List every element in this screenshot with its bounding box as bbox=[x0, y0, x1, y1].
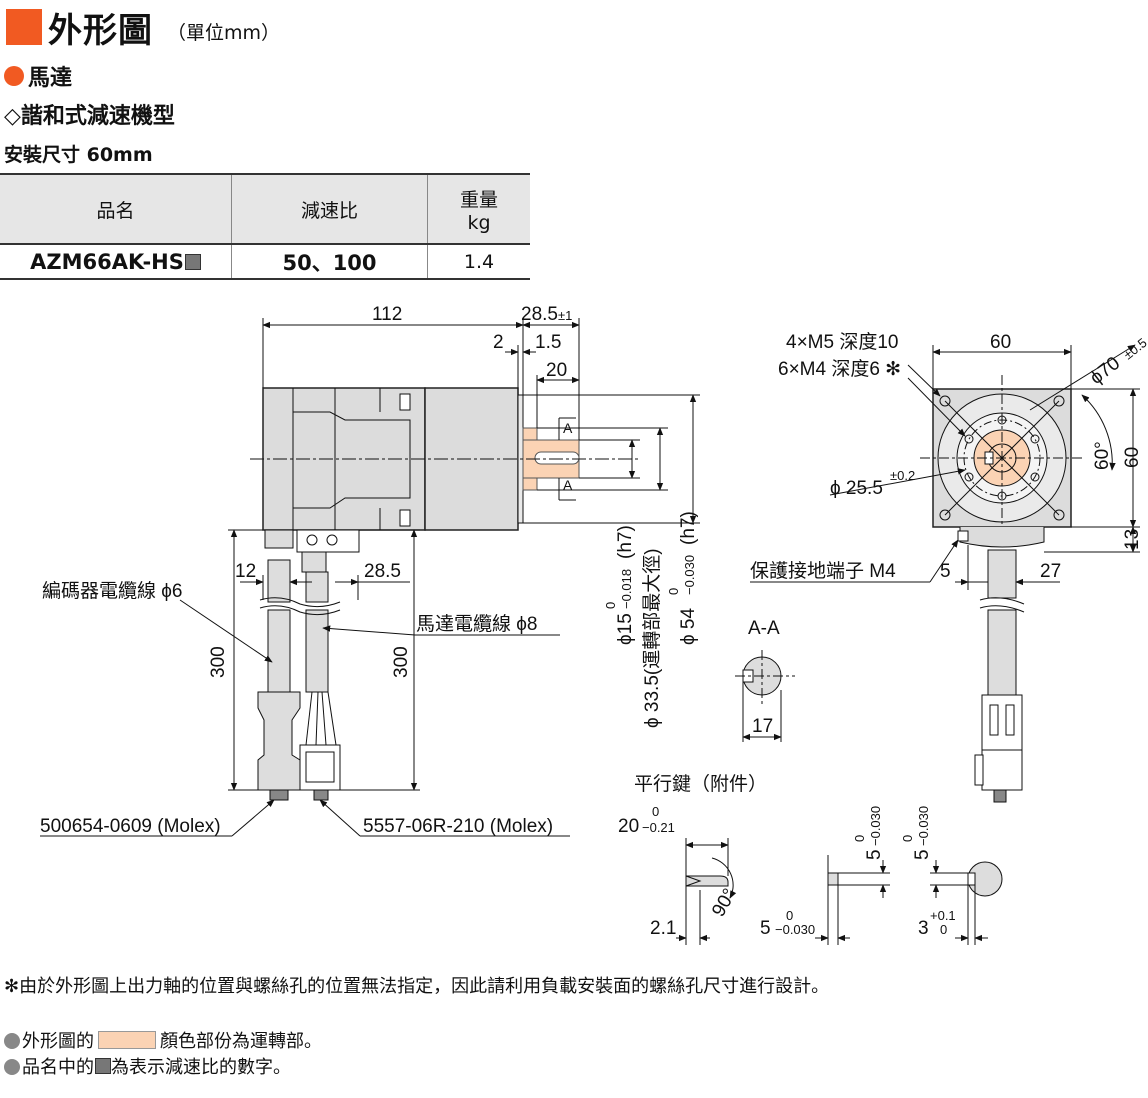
svg-text:(h7): (h7) bbox=[678, 511, 699, 545]
svg-text:±0.5: ±0.5 bbox=[1121, 335, 1148, 362]
table-row: AZM66AK-HS 50、100 1.4 bbox=[0, 244, 530, 280]
svg-text:ϕ 54: ϕ 54 bbox=[678, 608, 699, 645]
key-5b: 5 0 −0.030 bbox=[852, 806, 885, 860]
encoder-cable-label: 編碼器電纜線 ϕ6 bbox=[42, 580, 183, 602]
svg-text:−0.030: −0.030 bbox=[916, 806, 931, 846]
dim-27: 27 bbox=[1040, 561, 1061, 582]
svg-text:−0.030: −0.030 bbox=[682, 555, 697, 595]
dim-1-5: 1.5 bbox=[535, 332, 561, 353]
svg-text:0: 0 bbox=[900, 835, 915, 842]
key-20: 20 bbox=[618, 816, 639, 837]
svg-text:−0.21: −0.21 bbox=[642, 820, 675, 835]
key-5a: 5 bbox=[760, 918, 771, 939]
dia-25-5-label: ϕ 25.5 bbox=[830, 478, 883, 499]
holes-m4-label: 6×M4 深度6 ✻ bbox=[778, 358, 901, 380]
key-2-1: 2.1 bbox=[650, 918, 676, 939]
svg-text:0: 0 bbox=[852, 835, 867, 842]
dim-112: 112 bbox=[372, 304, 402, 325]
dim-20: 20 bbox=[546, 360, 567, 381]
holes-m5-label: 4×M5 深度10 bbox=[786, 331, 898, 353]
dia-70-label: ϕ70 bbox=[1086, 353, 1124, 389]
svg-text:−0.018: −0.018 bbox=[619, 569, 634, 609]
dim-300-right: 300 bbox=[391, 646, 412, 678]
svg-text:5: 5 bbox=[864, 849, 885, 860]
orange-dot-icon bbox=[4, 66, 24, 86]
dim-300-left: 300 bbox=[208, 646, 229, 678]
header-ratio: 減速比 bbox=[231, 173, 428, 245]
dim-60-top: 60 bbox=[990, 332, 1011, 353]
note-asterisk: ✻由於外形圖上出力軸的位置與螺絲孔的位置無法指定，因此請利用負載安裝面的螺絲孔尺… bbox=[4, 976, 830, 997]
connector-left-label: 500654-0609 (Molex) bbox=[40, 816, 221, 837]
section-mark-bottom: A bbox=[563, 477, 573, 493]
ground-terminal-label: 保護接地端子 M4 bbox=[750, 560, 896, 582]
key-angle: 90° bbox=[708, 885, 741, 920]
header-model: 品名 bbox=[0, 173, 232, 245]
svg-text:0: 0 bbox=[603, 602, 618, 609]
svg-text:0: 0 bbox=[940, 922, 947, 937]
svg-text:5: 5 bbox=[912, 849, 933, 860]
dim-17: 17 bbox=[752, 716, 773, 737]
cell-ratio: 50、100 bbox=[231, 244, 428, 280]
svg-text:0: 0 bbox=[666, 588, 681, 595]
rotating-color-swatch bbox=[98, 1031, 156, 1049]
svg-text:±1: ±1 bbox=[558, 308, 572, 323]
key-5c: 5 0 −0.030 bbox=[900, 806, 933, 860]
svg-text:(h7): (h7) bbox=[615, 525, 636, 559]
connector-right-label: 5557-06R-210 (Molex) bbox=[363, 816, 553, 837]
dim-2: 2 bbox=[493, 332, 504, 353]
ratio-placeholder-icon bbox=[95, 1058, 111, 1074]
title-square-icon bbox=[6, 9, 42, 45]
title-unit: （單位mm） bbox=[167, 21, 281, 44]
dia-54-label: ϕ 54 0 −0.030 (h7) bbox=[666, 511, 699, 645]
motor-cable-label: 馬達電纜線 ϕ8 bbox=[416, 613, 538, 635]
angle-60: 60° bbox=[1092, 441, 1113, 470]
key-3: 3 bbox=[918, 918, 929, 939]
page-title: 外形圖 （單位mm） bbox=[6, 4, 281, 51]
subtitle-motor: 馬達 bbox=[4, 60, 72, 92]
dim-28-5-b: 28.5 bbox=[364, 561, 401, 582]
dim-13: 13 bbox=[1122, 529, 1143, 550]
note-color: 外形圖的顏色部份為運轉部。 bbox=[4, 1027, 322, 1053]
dim-60-side: 60 bbox=[1122, 447, 1143, 468]
cell-weight: 1.4 bbox=[427, 244, 530, 280]
dia-33-5-label: ϕ 33.5(運轉部最大徑) bbox=[641, 548, 663, 728]
dim-5: 5 bbox=[940, 561, 951, 582]
key-title: 平行鍵（附件） bbox=[634, 773, 767, 795]
svg-text:+0.1: +0.1 bbox=[930, 908, 956, 923]
subtitle-size: 安裝尺寸 60mm bbox=[4, 144, 153, 166]
svg-text:0: 0 bbox=[786, 908, 793, 923]
subtitle-type: ◇諧和式減速機型 bbox=[4, 104, 175, 129]
svg-text:ϕ15: ϕ15 bbox=[615, 613, 636, 645]
gray-dot-icon bbox=[4, 1033, 20, 1049]
title-text: 外形圖 bbox=[48, 10, 153, 51]
svg-text:−0.030: −0.030 bbox=[775, 922, 815, 937]
gray-dot-icon bbox=[4, 1059, 20, 1075]
section-mark-top: A bbox=[563, 420, 573, 436]
dim-12: 12 bbox=[235, 561, 256, 582]
dim-28-5: 28.5 bbox=[521, 304, 558, 325]
note-model: 品名中的為表示減速比的數字。 bbox=[4, 1053, 291, 1079]
svg-text:0: 0 bbox=[652, 804, 659, 819]
dia-15-label: ϕ15 0 −0.018 (h7) bbox=[603, 525, 636, 645]
section-title: A-A bbox=[748, 618, 780, 639]
ratio-placeholder-icon bbox=[184, 253, 201, 270]
svg-text:−0.030: −0.030 bbox=[868, 806, 883, 846]
cell-model: AZM66AK-HS bbox=[0, 244, 232, 280]
svg-text:±0.2: ±0.2 bbox=[890, 468, 915, 483]
